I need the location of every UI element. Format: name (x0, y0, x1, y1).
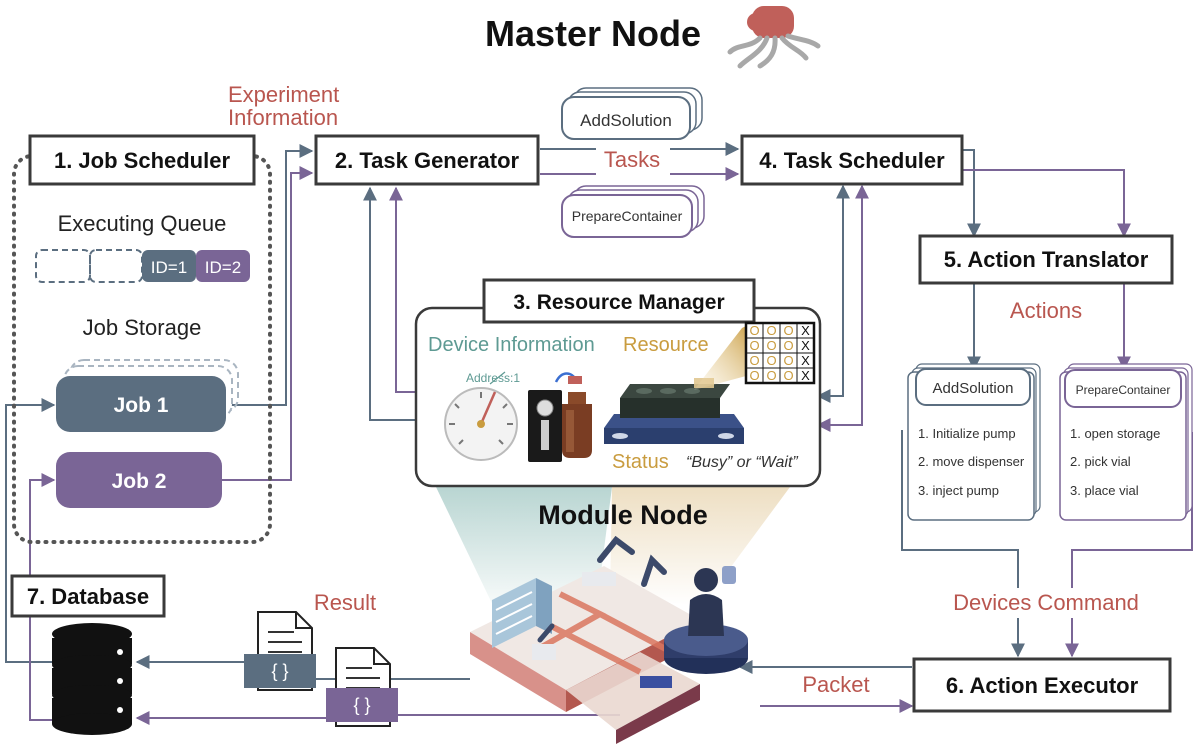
resource-grid-cell: X (801, 323, 810, 338)
bottle-icon (562, 392, 592, 458)
resource-grid-cell: O (766, 338, 776, 353)
module-node-title: Module Node (538, 500, 708, 530)
task-generator-title: 2. Task Generator (335, 148, 520, 173)
json-document-icon: { } (244, 611, 316, 691)
shelf-icon (492, 578, 552, 648)
job-1: Job 1 (56, 359, 239, 432)
tasks-label-bg (596, 146, 670, 176)
resource-grid-cell: O (783, 353, 793, 368)
experiment-info-label: Experiment (228, 82, 339, 107)
resource-manager-box (482, 278, 756, 324)
action-step: 3. inject pump (918, 483, 999, 498)
action-translator-box: 5. Action Translator (918, 234, 1174, 285)
database-box: 7. Database (10, 574, 166, 618)
devices-command-label-bg (940, 588, 1156, 618)
resource-zoom-beam (694, 326, 746, 390)
gauge-icon (444, 371, 518, 461)
action-card-preparecontainer-title: PrepareContainer (1076, 383, 1171, 397)
database-icon (52, 623, 132, 735)
resource-grid-cell: O (749, 368, 759, 383)
resource-grid-cell: O (766, 368, 776, 383)
task-scheduler-box: 4. Task Scheduler (740, 134, 964, 186)
result-label: Result (314, 590, 376, 615)
status-values: “Busy” or “Wait” (686, 454, 798, 471)
json-braces-label: { } (271, 661, 288, 681)
action-step: 1. open storage (1070, 426, 1160, 441)
resource-grid-cell: O (783, 338, 793, 353)
task-scheduler-title: 4. Task Scheduler (759, 148, 945, 173)
resource-grid-cell: O (749, 323, 759, 338)
queue-slot-id2-label: ID=2 (205, 258, 241, 277)
address-label: Address:1 (466, 371, 520, 385)
module-beam-right (610, 487, 790, 606)
job-2: Job 2 (56, 452, 222, 508)
packet-label: Packet (802, 672, 869, 697)
action-card-preparecontainer: PrepareContainer 1. open storage 2. pick… (1059, 363, 1193, 521)
device-information-label: Device Information (428, 334, 595, 356)
experiment-info-label-line2: Information (228, 105, 338, 130)
resource-manager-panel: 3. Resource Manager Device Information R… (414, 278, 822, 488)
result-arrows (135, 655, 620, 725)
resource-grid-cell: X (801, 338, 810, 353)
json-braces-label: { } (353, 695, 370, 715)
queue-slot-id2 (196, 250, 250, 282)
resource-grid-cell: X (801, 353, 810, 368)
queue-slot-empty (35, 249, 91, 283)
scheduler-translator-arrows (962, 149, 1131, 238)
resource-grid-cell: O (766, 323, 776, 338)
database-title: 7. Database (27, 584, 149, 609)
job-scheduler-box (28, 134, 256, 186)
action-executor-box: 6. Action Executor (912, 657, 1172, 713)
resource-manager-title: 3. Resource Manager (513, 291, 724, 314)
task-card-addsolution: AddSolution (561, 87, 703, 140)
pump-icon (528, 372, 582, 462)
resource-grid-cell: O (766, 353, 776, 368)
action-step: 2. move dispenser (918, 454, 1025, 469)
actions-label: Actions (1010, 298, 1082, 323)
task-card-preparecontainer-label: PrepareContainer (572, 208, 683, 224)
action-executor-title: 6. Action Executor (946, 673, 1139, 698)
queue-slot-empty (89, 249, 143, 283)
resource-label: Resource (623, 334, 709, 356)
page-title: Master Node (485, 13, 701, 54)
action-step: 3. place vial (1070, 483, 1139, 498)
job-1-label: Job 1 (114, 394, 169, 417)
tasks-label: Tasks (604, 147, 660, 172)
job-scheduler-panel: 1. Job Scheduler Executing Queue ID=1 ID… (12, 134, 272, 544)
executing-queue-label: Executing Queue (58, 211, 227, 236)
lab-illustration (470, 535, 748, 744)
queue-slot-id1 (142, 250, 196, 282)
task-generator-box: 2. Task Generator (314, 134, 540, 186)
action-card-addsolution: AddSolution 1. Initialize pump 2. move d… (907, 363, 1041, 521)
job-2-label: Job 2 (112, 470, 167, 493)
executing-queue: ID=1 ID=2 (35, 249, 250, 283)
action-step: 2. pick vial (1070, 454, 1131, 469)
task-card-addsolution-label: AddSolution (580, 111, 672, 130)
robot-arm-icon (532, 535, 672, 688)
resource-grid-cell: O (749, 353, 759, 368)
resource-grid-cell: X (801, 368, 810, 383)
action-translator-title: 5. Action Translator (944, 247, 1149, 272)
scheduler-resource-arrows (816, 184, 869, 432)
action-step: 1. Initialize pump (918, 426, 1016, 441)
resource-grid-cell: O (749, 338, 759, 353)
plate-holder-icon (604, 378, 744, 444)
translator-cards-arrows (967, 283, 1131, 371)
octopus-icon (727, 6, 821, 69)
action-card-addsolution-title: AddSolution (933, 380, 1014, 397)
status-label: Status (612, 451, 669, 473)
operator-figure-icon (664, 566, 748, 674)
job-scheduler-title: 1. Job Scheduler (54, 148, 230, 173)
job-to-task-arrows (222, 144, 314, 481)
resource-grid-cell: O (783, 323, 793, 338)
json-document-icon: { } (326, 647, 398, 727)
resource-grid-cell: O (783, 368, 793, 383)
devices-command-label: Devices Command (953, 590, 1139, 615)
packet-arrows (738, 660, 914, 713)
job-storage-label: Job Storage (83, 315, 202, 340)
queue-slot-id1-label: ID=1 (151, 258, 187, 277)
task-card-preparecontainer: PrepareContainer (561, 185, 705, 238)
